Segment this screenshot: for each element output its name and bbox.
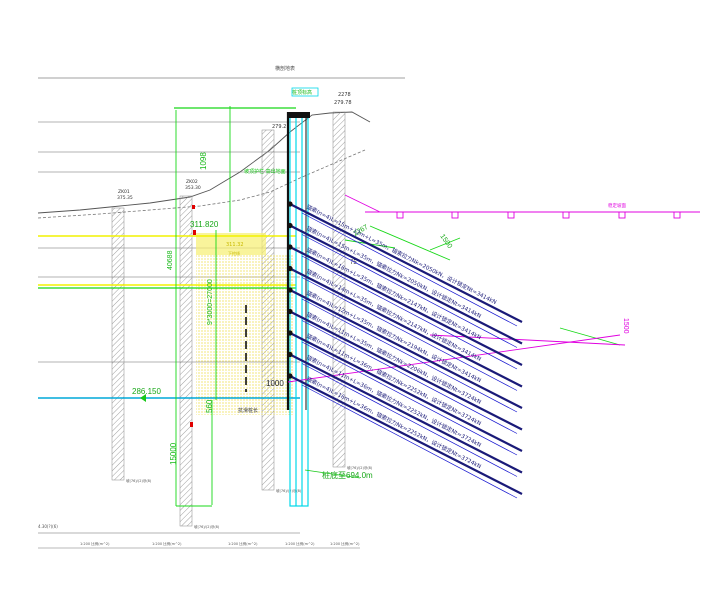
footer-scale-1: 1:200 比例(m^2) <box>80 541 110 546</box>
dim-1500-a: 1500 <box>438 233 453 250</box>
anchor-head <box>287 308 293 315</box>
dimension-frame <box>175 106 231 507</box>
anchor-head <box>287 265 293 272</box>
anchor-cable-guide <box>301 255 518 370</box>
zk01-value: 375.35 <box>117 195 133 201</box>
footer-scale-2: 1:200 比例(m^2) <box>152 541 182 546</box>
dim-75: 75 <box>350 260 357 266</box>
top-cyan-tag <box>291 87 319 97</box>
zk02-value: 353.30 <box>185 185 201 191</box>
zk02-label: ZK02 <box>186 179 198 185</box>
anchor-cable-guide <box>301 234 518 348</box>
magenta-leader <box>344 194 381 213</box>
construction-lines <box>38 121 300 534</box>
water-marker <box>140 394 146 402</box>
anchor-cable-line <box>289 332 523 452</box>
borehole-zk01 <box>111 207 125 481</box>
magenta-anchor-ref <box>287 334 621 383</box>
anchor-head <box>287 222 293 229</box>
anchor-cable-line <box>289 375 523 495</box>
footer-scale-4: 1:200 比例(m^2) <box>285 541 315 546</box>
green-note: 坡顶护栏 高出地面 <box>244 168 286 175</box>
anchor-cable-guide <box>301 384 518 499</box>
magenta-ticks <box>396 211 681 219</box>
elev-286: 286.150 <box>132 387 161 396</box>
footer-scale-5: 1:200 比例(m^2) <box>330 541 360 546</box>
pile-bottom-leader <box>304 469 361 479</box>
green-lines <box>38 107 296 289</box>
anchor-head <box>287 373 293 379</box>
borehole-tag-4: 坡(76)/(2)@(8) <box>347 465 373 470</box>
anchor-cable-guide <box>301 212 518 327</box>
yellow-tag: 311.32 <box>226 242 244 248</box>
footer-scale-3: 1:200 比例(m^2) <box>228 541 258 546</box>
anchor-head <box>287 330 293 336</box>
bedrock-line <box>37 149 366 219</box>
excavation-fill-top <box>196 233 266 255</box>
anchor-cable-line <box>289 353 523 474</box>
red-markers <box>190 205 196 427</box>
anchor-cable-guide <box>301 341 518 456</box>
anchor-cable-line <box>289 267 523 388</box>
anchor-cable-line <box>289 203 523 323</box>
anchor-cable-line <box>289 289 523 409</box>
borehole-tag-2: 坡(76)/(2)@(8) <box>194 524 220 529</box>
pile-cap <box>288 112 310 118</box>
dim-40688: 40688 <box>167 250 174 270</box>
left-note: 4.30(?)(6) <box>38 524 58 529</box>
borehole-zk02 <box>179 195 193 527</box>
elev-2278: 2278 <box>338 92 351 98</box>
shaft-label: 抗滑桩长 <box>238 407 258 414</box>
elev-2792: 279.2 <box>272 124 286 130</box>
anchor-cable-guide <box>301 298 518 413</box>
anchor-cable-guide <box>301 363 518 477</box>
dim-1098: 1098 <box>199 152 208 170</box>
magenta-right-label: 稳定坡面 <box>608 202 626 209</box>
anchor-head <box>287 287 293 293</box>
yellow-lines <box>38 235 296 286</box>
anchor-cable-line <box>289 246 523 366</box>
elev-2794: 279.78 <box>334 100 352 106</box>
borehole-tag-1: 坡(76)/(2)@(8) <box>126 478 152 483</box>
yellow-tag-label: 下挖线 <box>228 250 240 256</box>
anchor-head <box>287 351 293 358</box>
anchor-head <box>287 244 293 250</box>
dim-15000: 15000 <box>169 442 178 465</box>
elev-311: 311.820 <box>190 220 219 229</box>
anchor-cable-guide <box>301 277 518 391</box>
magenta-anchor-ref-2 <box>429 334 626 346</box>
anchor-cable-guide <box>301 320 518 434</box>
borehole-tag-3: 坡(76)/(2)@(8) <box>276 488 302 493</box>
anchor-head <box>287 201 293 207</box>
dim-1000: 1000 <box>266 379 284 388</box>
anchor-cable-line <box>289 310 523 431</box>
anchor-cable-line <box>289 224 523 345</box>
dim-560: 560 <box>205 399 214 413</box>
excavation-fill <box>196 255 294 415</box>
anchor-cables: 锚索(n=4)L=15m+12m+L=35m，锚索拉力Nk=2050kN，设计锁… <box>287 201 523 499</box>
pile-bottom-label: 桩底至694.0m <box>322 470 373 480</box>
dim-1500-b: 1500 <box>622 318 629 334</box>
header-title: 横剖地表 <box>275 65 295 72</box>
zk01-label: ZK01 <box>118 189 130 195</box>
top-green-label: 桩顶标高 <box>292 89 312 96</box>
ground-surface <box>37 111 371 214</box>
dim-27000: 9*3000=27000 <box>207 279 214 325</box>
